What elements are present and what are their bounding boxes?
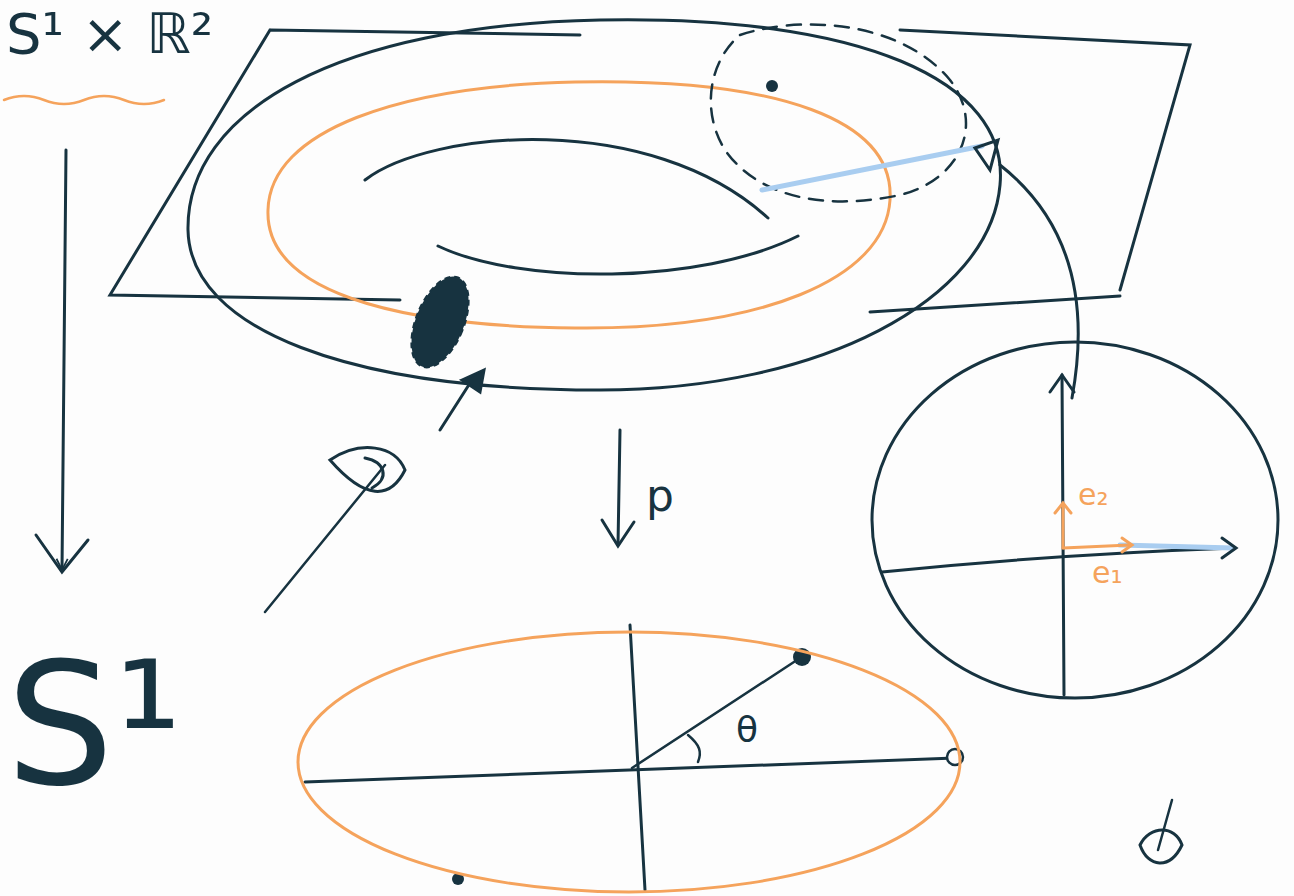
cross-section (400, 269, 480, 376)
eye-symbol (975, 140, 998, 170)
fibre-disk: e₂ e₁ (870, 340, 1280, 700)
arrow-head (1050, 375, 1074, 392)
projection-arrow (62, 150, 66, 570)
map-label: p (646, 474, 674, 518)
zoom-arrow (1000, 165, 1078, 398)
wavy-underline (4, 96, 164, 104)
vector-label: e₁ (1092, 558, 1122, 588)
arrow-head (1055, 503, 1071, 513)
core-circle (268, 82, 890, 328)
arrow-head (1222, 538, 1236, 558)
angle-label: θ (736, 712, 758, 748)
point (766, 80, 778, 92)
eye-symbol (462, 370, 484, 392)
base-circle: θ (296, 630, 962, 894)
node-outline (870, 340, 1280, 700)
arrow-head (36, 535, 88, 572)
axis (305, 758, 955, 782)
arrow-head (1122, 538, 1132, 552)
leader-line (265, 465, 385, 612)
vector-label: e₂ (1078, 480, 1108, 510)
fibre-ray (762, 146, 982, 190)
torus-outline (188, 20, 1000, 390)
outline (298, 632, 960, 892)
outline (872, 342, 1278, 698)
leader-line (440, 380, 472, 430)
basis-vector (1063, 545, 1130, 548)
axis (630, 625, 645, 890)
projection-arrow (618, 430, 620, 545)
torus-hole-bottom (438, 236, 798, 274)
node-outline (296, 630, 962, 894)
arrow-head (602, 520, 634, 546)
plane-outline (110, 30, 1190, 312)
axis (1062, 375, 1064, 695)
eye-symbol (365, 458, 383, 488)
torus-hole-top (365, 140, 768, 218)
angle-arc (688, 735, 700, 762)
radius-line (632, 658, 800, 768)
basis-vector (1062, 505, 1065, 548)
axis (882, 548, 1235, 572)
base-label: S¹ (6, 640, 182, 810)
fibre-ray (1120, 545, 1233, 548)
space-label: S¹ × ℝ² (6, 6, 213, 62)
eye-symbol (1158, 800, 1172, 850)
